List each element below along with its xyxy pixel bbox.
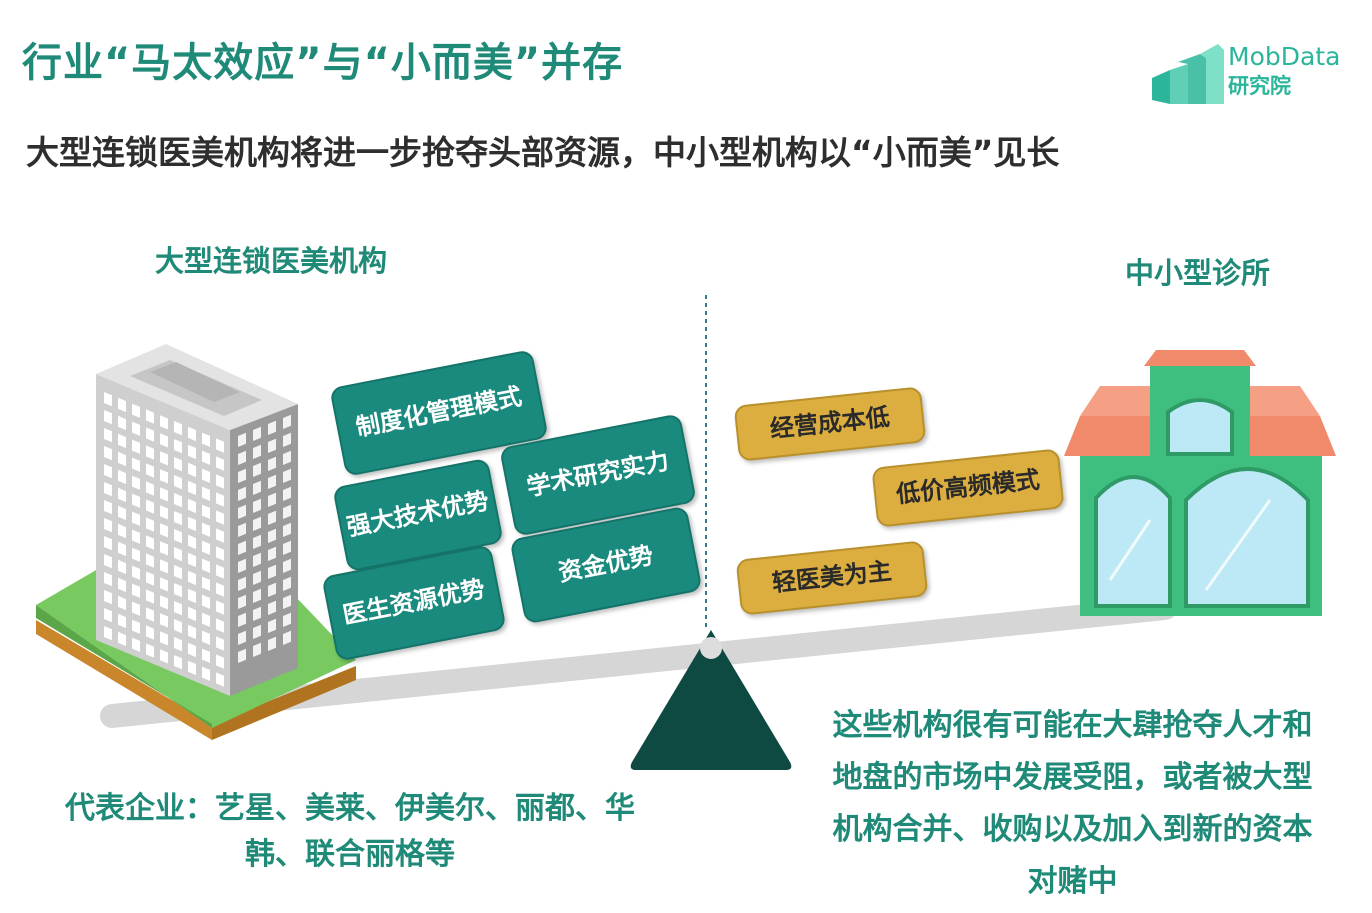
small-clinic-note: 这些机构很有可能在大肆抢夺人才和地盘的市场中发展受阻，或者被大型机构合并、收购以… — [832, 708, 1313, 899]
large-chain-heading: 大型连锁医美机构 — [155, 244, 388, 278]
logo-name-en: MobData — [1228, 42, 1341, 71]
page-title: 行业“马太效应”与“小而美”并存 — [22, 40, 624, 86]
page-subtitle: 大型连锁医美机构将进一步抢夺头部资源，中小型机构以“小而美”见长 — [26, 133, 1060, 172]
representative-companies: 代表企业：艺星、美莱、伊美尔、丽都、华韩、联合丽格等 — [65, 791, 635, 872]
office-building-icon — [36, 344, 356, 740]
mobdata-logo-icon — [1152, 44, 1224, 104]
logo-name-cn: 研究院 — [1228, 74, 1291, 98]
logo-text: MobData 研究院 — [1228, 42, 1340, 100]
fulcrum-icon — [630, 630, 792, 770]
small-clinic-icon — [1064, 350, 1336, 616]
small-clinic-heading: 中小型诊所 — [1125, 256, 1271, 290]
